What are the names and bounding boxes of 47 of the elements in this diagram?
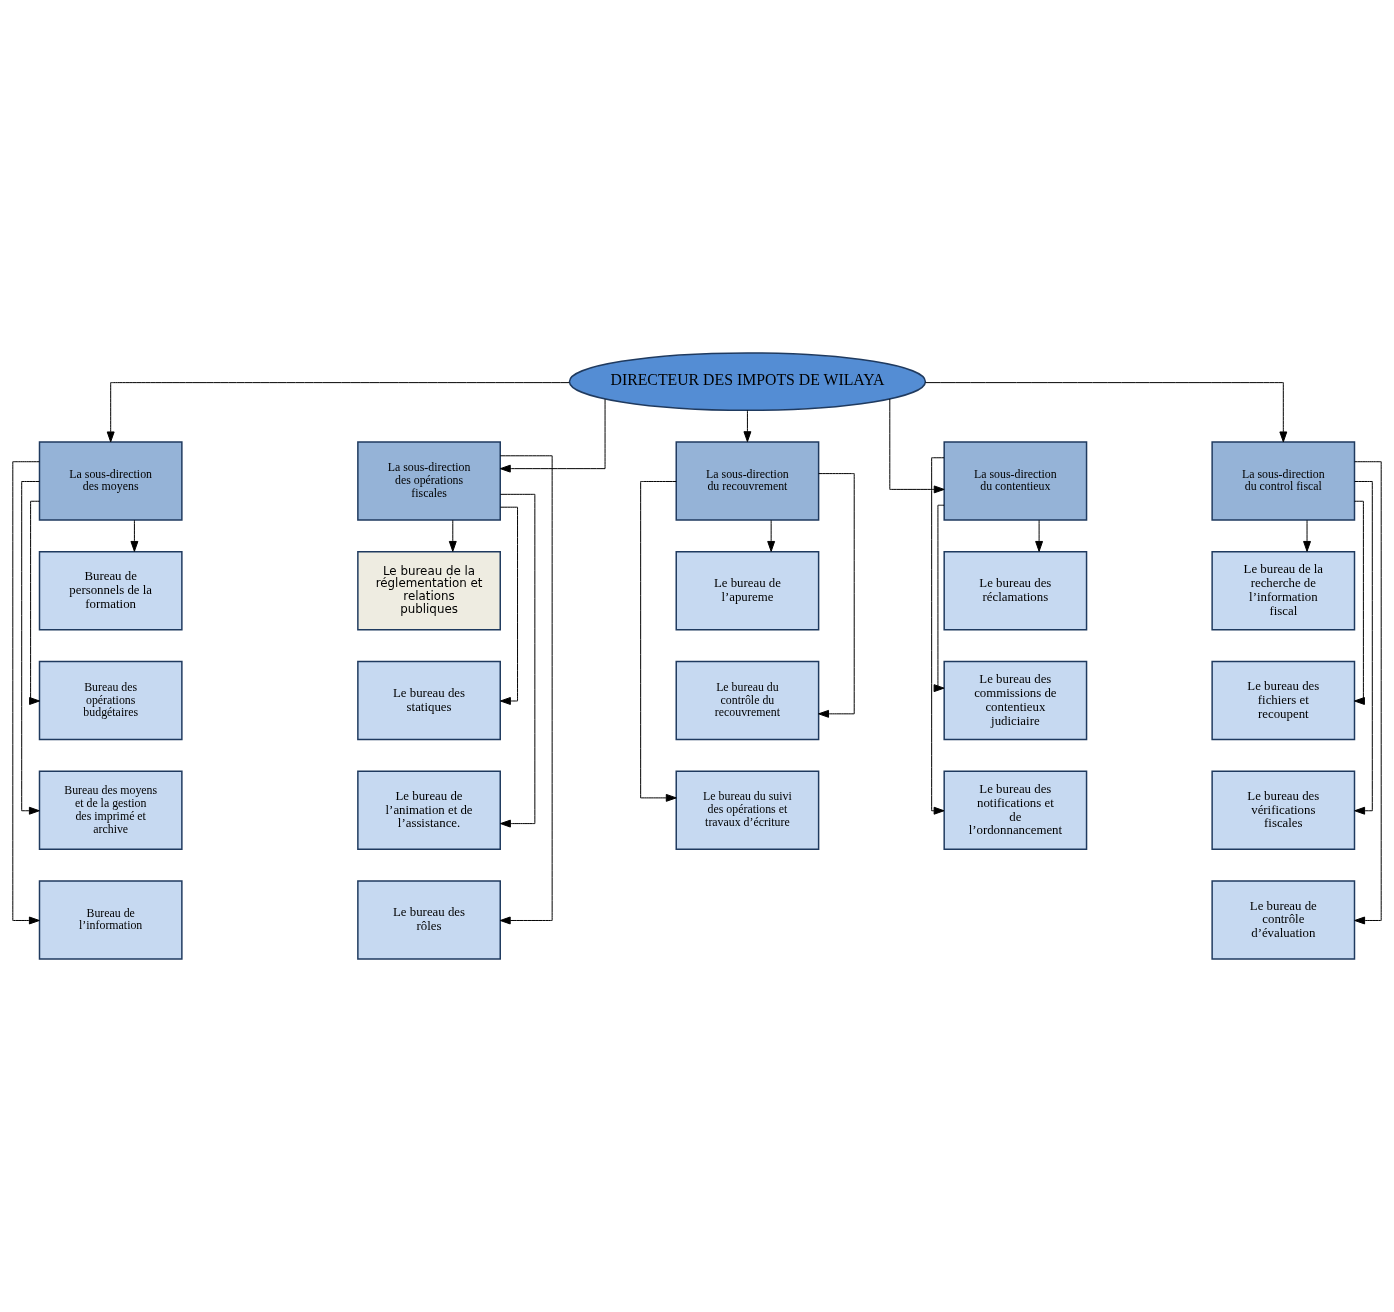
- arrow: [1303, 519, 1311, 552]
- arrow: [29, 500, 40, 705]
- arrow: [889, 398, 945, 494]
- node-box: Le bureau du contrôle du recouvrement: [675, 660, 820, 741]
- node-box: La sous-direction du control fiscal: [1211, 441, 1356, 521]
- node-box: Le bureau de la réglementation et relations publiques: [357, 550, 501, 631]
- node-box: Le bureau des rôles: [357, 880, 501, 960]
- arrow: [767, 519, 776, 552]
- arrow: [21, 481, 40, 815]
- node-box: Le bureau de l’animation et de l’assistance.: [357, 770, 501, 851]
- node-box: Le bureau de contrôle d’évaluation: [1211, 880, 1356, 960]
- node-box: Le bureau des fichiers et recoupent: [1211, 660, 1356, 741]
- arrow: [130, 519, 139, 552]
- arrow: [106, 382, 570, 443]
- arrow: [500, 506, 519, 705]
- arrow: [1354, 500, 1365, 705]
- node-ellipse: DIRECTEUR DES IMPOTS DE WILAYA: [568, 352, 927, 412]
- arrow: [500, 493, 536, 828]
- node-box: Bureau de l’information: [38, 880, 183, 960]
- arrow: [931, 457, 945, 815]
- arrow: [743, 409, 752, 443]
- node-box: Le bureau de l’apureme: [675, 550, 820, 631]
- node-box: Le bureau du suivi des opérations et travaux d’écriture: [675, 770, 820, 851]
- arrow: [1035, 519, 1044, 552]
- node-box: La sous-direction des moyens: [38, 441, 183, 521]
- arrow: [818, 473, 855, 718]
- arrow: [1354, 481, 1373, 815]
- node-box: Le bureau des notifications et de l’ordonnancement: [943, 770, 1088, 851]
- arrow: [448, 519, 457, 552]
- node-box: Le bureau de la recherche de l’information fiscal: [1211, 550, 1356, 631]
- arrow: [499, 455, 553, 925]
- node-box: Le bureau des statiques: [357, 660, 501, 741]
- arrow: [925, 382, 1288, 443]
- node-box: La sous-direction des opérations fiscales: [357, 441, 501, 521]
- arrow: [12, 461, 40, 925]
- node-box: La sous-direction du recouvrement: [675, 441, 820, 521]
- arrow: [933, 504, 945, 693]
- node-box: Bureau des opérations budgétaires: [38, 660, 183, 741]
- node-box: Le bureau des réclamations: [943, 550, 1088, 631]
- node-box: La sous-direction du contentieux: [943, 441, 1088, 521]
- arrow: [499, 398, 606, 473]
- node-box: Le bureau des vérifications fiscales: [1211, 770, 1356, 851]
- arrow: [640, 481, 677, 802]
- arrow: [1354, 461, 1382, 925]
- node-box: Bureau des moyens et de la gestion des imprimé et archive: [38, 770, 183, 851]
- node-box: Le bureau des commissions de contentieux judiciaire: [943, 660, 1088, 741]
- node-box: Bureau de personnels de la formation: [38, 550, 183, 631]
